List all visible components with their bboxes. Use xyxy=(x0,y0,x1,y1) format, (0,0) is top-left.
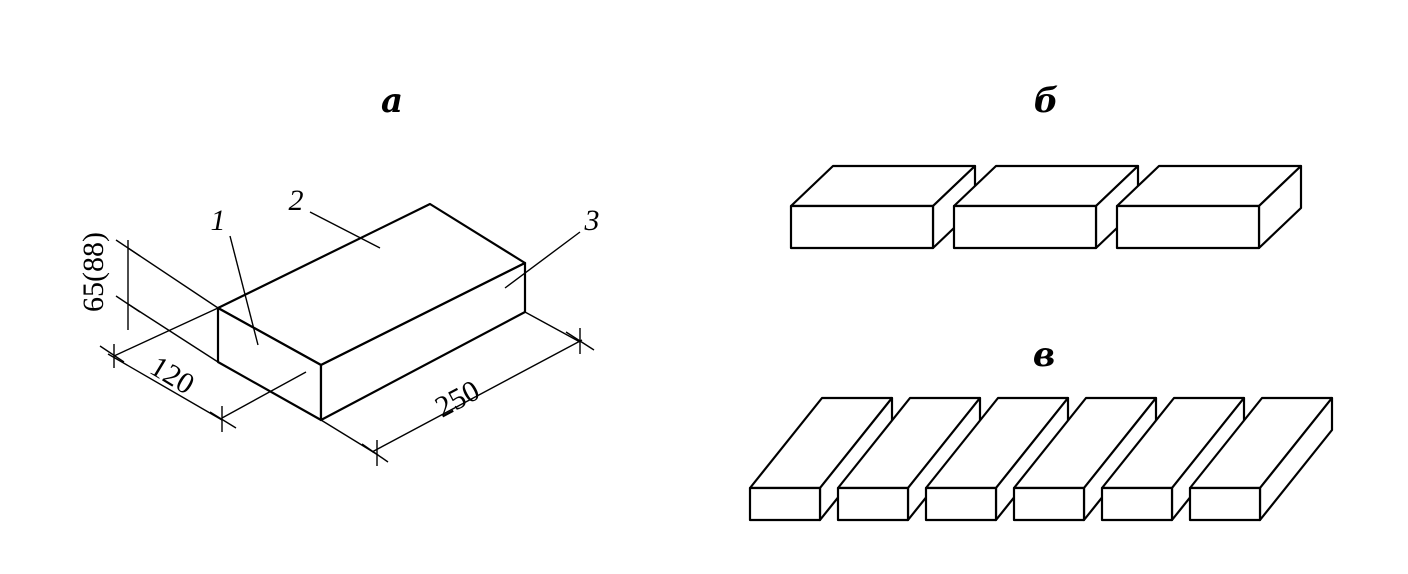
flat-bricks-row xyxy=(789,164,1303,250)
flat-brick-front xyxy=(1115,204,1261,250)
panel-b-label: б xyxy=(1034,81,1059,121)
panel-b: б xyxy=(789,81,1303,250)
panel-c: в xyxy=(748,335,1334,522)
dimension-width-label: 120 xyxy=(144,350,200,401)
edge-brick-end xyxy=(1012,486,1086,522)
flat-brick xyxy=(952,164,1140,250)
edge-brick xyxy=(1188,396,1334,522)
callout-1: 1 xyxy=(211,204,226,237)
panel-a: а xyxy=(77,81,600,466)
callout-leaders xyxy=(229,211,581,346)
edge-brick-end xyxy=(748,486,822,522)
dimension-height-label: 65(88) xyxy=(77,232,110,312)
flat-brick xyxy=(1115,164,1303,250)
flat-brick-front xyxy=(952,204,1098,250)
dimension-lines xyxy=(99,239,595,466)
panel-c-label: в xyxy=(1033,335,1055,375)
edge-brick-end xyxy=(924,486,998,522)
flat-brick-front xyxy=(789,204,935,250)
brick-a xyxy=(216,202,527,422)
panel-a-label: а xyxy=(381,81,403,121)
callout-3: 3 xyxy=(584,204,600,237)
edge-bricks-row xyxy=(748,396,1334,522)
edge-brick-end xyxy=(1188,486,1262,522)
flat-brick xyxy=(789,164,977,250)
callout-2: 2 xyxy=(289,184,304,217)
edge-brick-end xyxy=(1100,486,1174,522)
edge-brick-end xyxy=(836,486,910,522)
